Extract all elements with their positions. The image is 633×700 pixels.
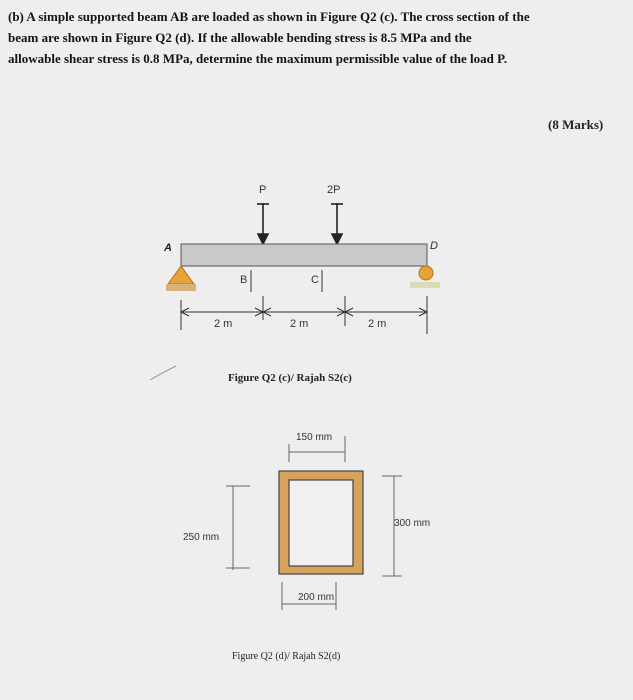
dim-outer-height: 300 mm xyxy=(394,518,431,529)
point-label-b: B xyxy=(240,274,248,286)
question-text: (b) A simple supported beam AB are loade… xyxy=(8,6,620,69)
load-label-p: P xyxy=(259,184,267,196)
figure-c-caption: Figure Q2 (c)/ Rajah S2(c) xyxy=(228,372,352,384)
dim-outer-width: 200 mm xyxy=(298,592,335,603)
load-arrow-2p xyxy=(330,203,344,246)
marks-label: (8 Marks) xyxy=(548,117,604,132)
question-line-1: (b) A simple supported beam AB are loade… xyxy=(8,9,530,24)
section-dimension-lines xyxy=(226,436,402,610)
figure-d-caption: Figure Q2 (d)/ Rajah S2(d) xyxy=(232,651,341,662)
dim-inner-height: 250 mm xyxy=(183,532,220,543)
point-label-d: D xyxy=(430,240,438,252)
stray-mark xyxy=(149,365,177,381)
pin-support-a xyxy=(166,265,196,291)
point-label-a: A xyxy=(164,242,172,254)
span-label-2: 2 m xyxy=(290,318,309,330)
question-line-3: allowable shear stress is 0.8 MPa, deter… xyxy=(8,51,508,66)
point-label-c: C xyxy=(311,274,319,286)
load-label-2p: 2P xyxy=(327,184,341,196)
span-label-3: 2 m xyxy=(368,318,387,330)
box-section-inner xyxy=(288,479,354,567)
question-line-2: beam are shown in Figure Q2 (d). If the … xyxy=(8,30,472,45)
span-dimension-line xyxy=(179,270,429,334)
span-label-1: 2 m xyxy=(214,318,233,330)
load-arrow-p xyxy=(256,203,270,246)
roller-support-d xyxy=(410,265,440,288)
dim-top-width: 150 mm xyxy=(296,432,333,443)
beam xyxy=(180,243,428,267)
